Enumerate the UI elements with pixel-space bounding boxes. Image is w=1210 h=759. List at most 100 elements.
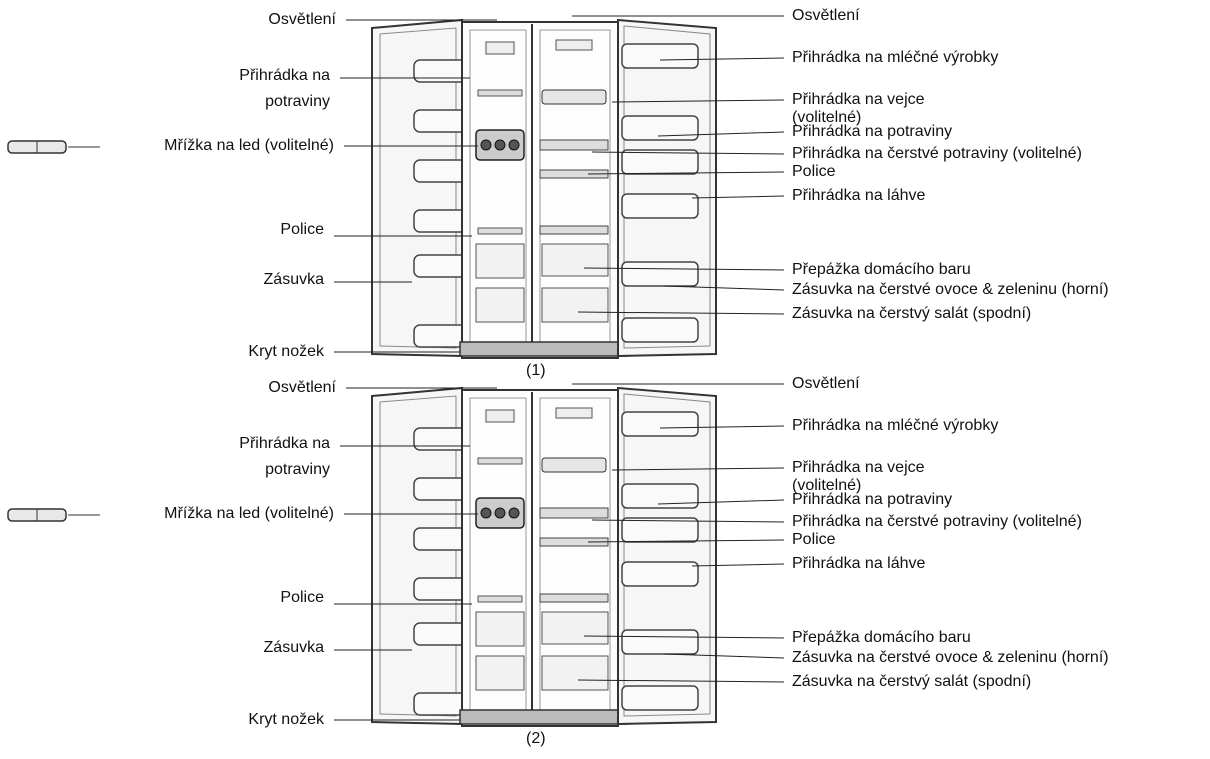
left-label-line: Přihrádka na [239, 435, 330, 452]
freezer-door-bin [413, 209, 469, 233]
freezer-door-bin [413, 527, 469, 551]
freezer-door-bin [413, 477, 469, 501]
fridge-shelf [539, 139, 609, 151]
freezer-door-bin [413, 59, 469, 83]
left-label: Kryt nožek [248, 711, 324, 729]
right-label: Přihrádka na láhve [792, 555, 925, 573]
freezer-door-liner [379, 27, 457, 349]
right-label: Osvětlení [792, 375, 860, 393]
left-label-line: Police [280, 589, 324, 606]
left-label-line: potraviny [265, 461, 330, 478]
right-leader-line [577, 679, 785, 683]
right-label: Přihrádka na vejce(volitelné) [792, 459, 925, 495]
right-label-line: Přihrádka na láhve [792, 555, 926, 572]
right-label: Zásuvka na čerstvé ovoce & zeleninu (hor… [792, 649, 1109, 667]
right-label-line: Zásuvka na čerstvý salát (spodní) [792, 673, 1032, 690]
right-label: Přihrádka na mléčné výrobky [792, 49, 998, 67]
right-leader-line [663, 653, 785, 659]
right-leader-line [657, 131, 785, 137]
fridge-door-bin [621, 43, 699, 69]
freezer-door-liner [379, 395, 457, 717]
right-leader-line [587, 171, 785, 175]
freezer-drawer [475, 287, 525, 323]
right-label-line: (volitelné) [792, 477, 862, 494]
right-label: Zásuvka na čerstvé ovoce & zeleninu (hor… [792, 281, 1109, 299]
ice-maker-knob [480, 139, 492, 151]
right-label-line: Přihrádka na potraviny [792, 491, 953, 508]
right-leader-line [591, 151, 785, 155]
left-label: Přihrádka na potraviny [239, 435, 330, 479]
freezer-door-bin [413, 427, 469, 451]
freezer-shelf [477, 457, 523, 465]
fridge-door-bin [621, 685, 699, 711]
fridge-door [617, 18, 717, 358]
right-leader-line [611, 467, 785, 471]
fridge-door-bin [621, 561, 699, 587]
fridge-figure-2 [7, 383, 785, 727]
fridge-light [555, 407, 593, 419]
right-label: Přepážka domácího baru [792, 261, 971, 279]
right-label-line: Osvětlení [792, 7, 860, 24]
right-leader-line [659, 57, 785, 61]
crisper-drawer-upper [541, 243, 609, 277]
left-label-line: Kryt nožek [248, 711, 324, 728]
fridge-door-bin [621, 483, 699, 509]
right-leader-line [691, 195, 785, 199]
right-label: Zásuvka na čerstvý salát (spodní) [792, 305, 1031, 323]
right-label: Zásuvka na čerstvý salát (spodní) [792, 673, 1031, 691]
right-label: Přihrádka na vejce(volitelné) [792, 91, 925, 127]
fridge-shelf [539, 507, 609, 519]
fridge-figure-1 [7, 15, 785, 359]
egg-tray [541, 457, 607, 473]
right-label-line: (volitelné) [792, 109, 862, 126]
right-label-line: Přepážka domácího baru [792, 261, 971, 278]
ice-maker-knob [494, 507, 506, 519]
left-label: Zásuvka [264, 639, 324, 657]
left-label-line: Osvětlení [268, 379, 336, 396]
fridge-light [555, 39, 593, 51]
right-label-line: Police [792, 163, 836, 180]
crisper-drawer-lower [541, 655, 609, 691]
right-label: Police [792, 531, 836, 549]
freezer-drawer [475, 243, 525, 279]
right-label-line: Přihrádka na čerstvé potraviny (voliteln… [792, 513, 1082, 530]
freezer-shelf [477, 89, 523, 97]
left-label: Osvětlení [268, 379, 336, 397]
right-label-line: Přihrádka na čerstvé potraviny (voliteln… [792, 145, 1082, 162]
right-label-line: Přihrádka na mléčné výrobky [792, 49, 999, 66]
right-leader-line [577, 311, 785, 315]
fridge-door-bin [621, 629, 699, 655]
fridge-door-liner [623, 393, 711, 717]
kick-plate [459, 709, 629, 725]
right-label: Přihrádka na potraviny [792, 123, 952, 141]
fridge-door-bin [621, 517, 699, 543]
right-label-line: Osvětlení [792, 375, 860, 392]
left-label: Zásuvka [264, 271, 324, 289]
ice-maker-knob [508, 507, 520, 519]
left-label: Osvětlení [268, 11, 336, 29]
right-label-line: Zásuvka na čerstvý salát (spodní) [792, 305, 1032, 322]
fridge-door-bin [621, 115, 699, 141]
left-label-line: Osvětlení [268, 11, 336, 28]
right-label-line: Přihrádka na mléčné výrobky [792, 417, 999, 434]
freezer-door-bin [413, 159, 469, 183]
freezer-door-bin [413, 622, 469, 646]
left-label-line: Mřížka na led (volitelné) [164, 505, 334, 522]
right-label-line: Přihrádka na vejce [792, 459, 925, 476]
fridge-door-liner [623, 25, 711, 349]
right-leader-line [591, 519, 785, 523]
right-label-line: Zásuvka na čerstvé ovoce & zeleninu (hor… [792, 281, 1109, 298]
right-leader-line [583, 635, 785, 639]
left-label-line: Zásuvka [263, 639, 324, 656]
left-label: Kryt nožek [248, 343, 324, 361]
freezer-door-bin [413, 109, 469, 133]
right-label: Police [792, 163, 836, 181]
fridge-shelf [539, 593, 609, 603]
fridge-door-bin [621, 411, 699, 437]
right-label-line: Zásuvka na čerstvé ovoce & zeleninu (hor… [792, 649, 1109, 666]
right-label: Osvětlení [792, 7, 860, 25]
fridge-door-bin [621, 317, 699, 343]
right-leader-line [663, 285, 785, 291]
left-label-line: Kryt nožek [248, 343, 324, 360]
fridge-door [617, 386, 717, 726]
